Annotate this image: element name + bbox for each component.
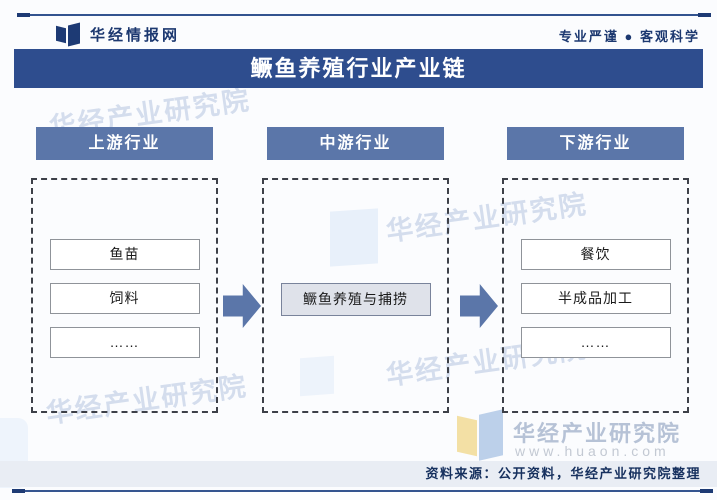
- huajing-logo-icon: [55, 22, 81, 47]
- watermark-company-name: 华经产业研究院: [513, 421, 682, 446]
- data-source-note: 资料来源：公开资料，华经产业研究院整理: [425, 466, 701, 481]
- column-header-upstream: 上游行业: [36, 127, 213, 160]
- downstream-items: 餐饮 半成品加工 ……: [504, 239, 687, 358]
- column-header-downstream: 下游行业: [507, 127, 684, 160]
- huaon-logo-icon: [479, 409, 503, 461]
- brand-name: 华经情报网: [90, 27, 181, 44]
- column-header-midstream: 中游行业: [267, 127, 444, 160]
- list-item: ……: [49, 327, 200, 358]
- logo-right-panel: [68, 22, 80, 47]
- right-arrow-icon: [223, 284, 261, 328]
- list-item: 鱼苗: [49, 239, 200, 270]
- upstream-items: 鱼苗 饲料 ……: [33, 239, 216, 358]
- page-title: 鳜鱼养殖行业产业链: [14, 49, 703, 88]
- list-item: ……: [520, 327, 671, 358]
- list-item: 半成品加工: [520, 283, 671, 314]
- list-item: 鳜鱼养殖与捕捞: [280, 283, 431, 316]
- brand-slogan: 专业严谨 ● 客观科学: [558, 29, 700, 44]
- huaon-watermark: 华经产业研究院 www.huaon.com: [455, 409, 705, 462]
- list-item: 饲料: [49, 283, 200, 314]
- logo-left-panel: [56, 25, 66, 44]
- midstream-items: 鳜鱼养殖与捕捞: [264, 283, 447, 316]
- bottom-divider: [12, 489, 713, 493]
- right-arrow-icon: [460, 284, 498, 328]
- list-item: 餐饮: [520, 239, 671, 270]
- footer-band: 资料来源：公开资料，华经产业研究院整理: [0, 461, 717, 487]
- upstream-box: 鱼苗 饲料 ……: [31, 178, 218, 413]
- brand-row: 华经情报网 专业严谨 ● 客观科学: [0, 21, 717, 47]
- top-divider: [17, 13, 711, 17]
- downstream-box: 餐饮 半成品加工 ……: [502, 178, 689, 413]
- midstream-box: 鳜鱼养殖与捕捞: [262, 178, 449, 413]
- huaon-logo-icon: [457, 415, 477, 457]
- watermark-url: www.huaon.com: [515, 443, 670, 459]
